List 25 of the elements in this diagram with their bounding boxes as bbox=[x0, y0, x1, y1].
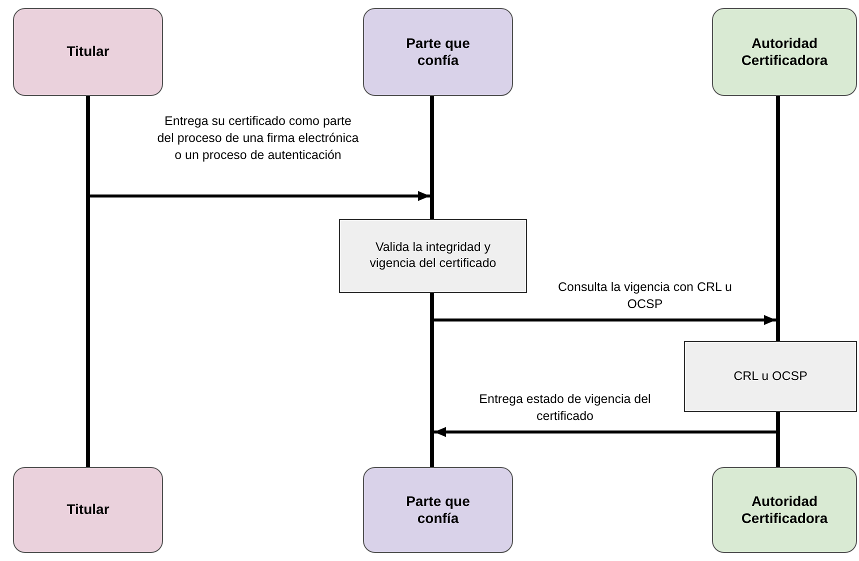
node-label: Parte que confía bbox=[405, 34, 471, 70]
lifeline bbox=[430, 96, 434, 219]
message-arrow bbox=[434, 427, 776, 437]
participant-box bbox=[363, 8, 513, 96]
participant-box bbox=[13, 467, 163, 553]
edge-label: Entrega su certificado como parte del proceso de una firma electrónica o un proceso de autenticación bbox=[156, 113, 360, 164]
node-label: Titular bbox=[66, 501, 110, 519]
node-label: Valida la integridad y vigencia del certificado bbox=[368, 240, 498, 272]
node-label: Titular bbox=[66, 43, 110, 61]
participant-box bbox=[712, 467, 857, 553]
message-arrow bbox=[90, 191, 430, 201]
node-label: CRL u OCSP bbox=[734, 368, 808, 384]
node-label: Parte que confía bbox=[405, 492, 471, 528]
node-label: Autoridad Certificadora bbox=[740, 492, 829, 528]
lifeline bbox=[776, 96, 780, 341]
node-label: Autoridad Certificadora bbox=[740, 34, 829, 70]
lifeline bbox=[430, 293, 434, 467]
activation-box bbox=[684, 341, 857, 412]
lifeline bbox=[86, 96, 90, 467]
participant-box bbox=[363, 467, 513, 553]
activation-box bbox=[339, 219, 527, 293]
message-arrow bbox=[434, 315, 776, 325]
participant-box bbox=[13, 8, 163, 96]
participant-box bbox=[712, 8, 857, 96]
lifeline bbox=[776, 412, 780, 467]
